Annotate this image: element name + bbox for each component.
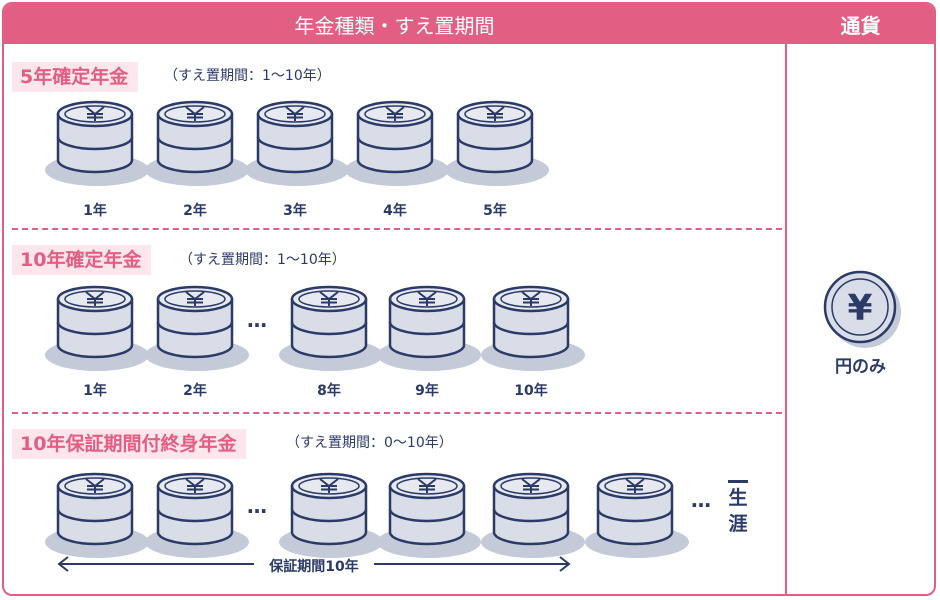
- coin-stack-s3-3: [276, 456, 386, 566]
- lifetime-char-2: 涯: [728, 513, 748, 535]
- coin-stack-s2-4: [374, 269, 484, 379]
- ellipsis-section3: …: [247, 494, 269, 518]
- coin-stack-s2-5: [478, 269, 588, 379]
- section1-title: 5年確定年金: [12, 62, 139, 92]
- coin-stack-s3-1: [42, 456, 152, 566]
- guarantee-arrow: [57, 556, 571, 572]
- lifetime-label: 生 涯: [726, 480, 750, 537]
- svg-text:¥: ¥: [847, 288, 872, 329]
- section2-title: 10年確定年金: [12, 245, 152, 275]
- header-currency: 通貨: [787, 4, 934, 44]
- section3-title: 10年保証期間付終身年金: [12, 429, 247, 459]
- currency-label: 円のみ: [835, 357, 886, 377]
- ellipsis-section2: …: [247, 308, 269, 332]
- lifetime-char-1: 生: [728, 487, 748, 509]
- coin-stack-s3-6: [582, 456, 692, 566]
- coin-label-s1-1: 1年: [83, 203, 107, 219]
- coin-stack-s2-2: [142, 269, 252, 379]
- coin-stack-s1-3: [242, 84, 352, 194]
- coin-label-s2-2: 2年: [183, 383, 207, 399]
- lifetime-bar: [728, 480, 748, 483]
- section-divider-2: [12, 412, 782, 414]
- section3-note: （すえ置期間：0〜10年）: [286, 435, 453, 451]
- coin-stack-s3-5: [478, 456, 588, 566]
- coin-stack-s3-2: [142, 456, 252, 566]
- coin-stack-s1-5: [442, 84, 552, 194]
- ellipsis-section3-end: …: [691, 488, 713, 512]
- coin-stack-s2-3: [276, 269, 386, 379]
- section2-note: （すえ置期間：1〜10年）: [179, 252, 346, 268]
- guarantee-label: 保証期間10年: [269, 559, 359, 575]
- section1-note: （すえ置期間：1〜10年）: [164, 68, 331, 84]
- coin-stack-s1-1: [42, 84, 152, 194]
- yen-coin-icon: ¥: [823, 270, 901, 348]
- header-pension-type: 年金種類・すえ置期間: [4, 4, 785, 44]
- section-divider-1: [12, 228, 782, 230]
- column-divider: [785, 4, 787, 594]
- coin-stack-s1-2: [142, 84, 252, 194]
- coin-label-s1-3: 3年: [283, 203, 307, 219]
- coin-label-s1-2: 2年: [183, 203, 207, 219]
- coin-stack-s2-1: [42, 269, 152, 379]
- coin-label-s2-5: 10年: [514, 383, 548, 399]
- coin-label-s1-5: 5年: [483, 203, 507, 219]
- coin-label-s2-1: 1年: [83, 383, 107, 399]
- coin-label-s2-4: 9年: [415, 383, 439, 399]
- coin-label-s2-3: 8年: [317, 383, 341, 399]
- coin-stack-s1-4: [342, 84, 452, 194]
- coin-label-s1-4: 4年: [383, 203, 407, 219]
- coin-stack-s3-4: [374, 456, 484, 566]
